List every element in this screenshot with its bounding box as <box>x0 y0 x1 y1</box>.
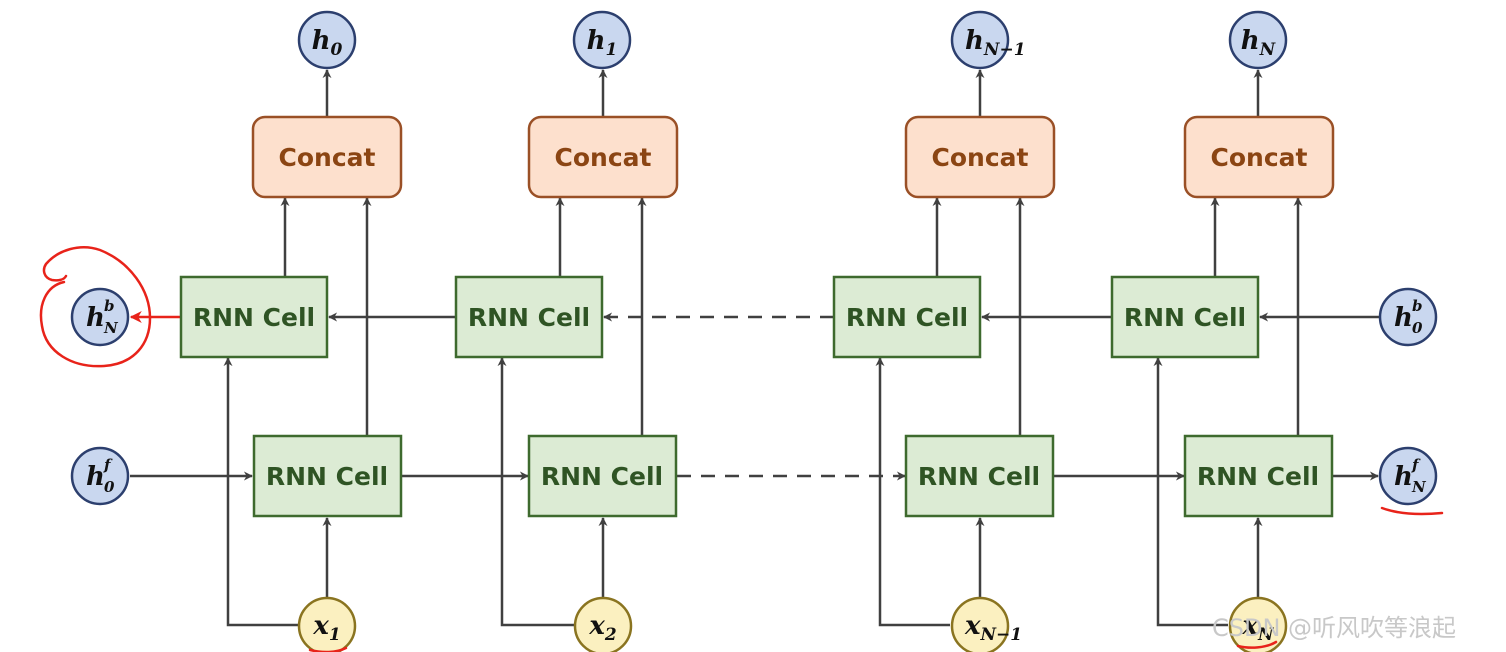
state-node-hb0: h b 0 <box>1378 287 1438 347</box>
input-x2-base: x <box>588 611 605 641</box>
output-hN-1-base: h <box>965 26 984 56</box>
forward-rnn-cell-3: RNN Cell <box>904 434 1055 518</box>
output-h1-base: h <box>587 26 606 56</box>
state-hf0-base: h <box>86 462 105 492</box>
backward-rnn-cell-2: RNN Cell <box>454 275 604 359</box>
input-xN-sub: N <box>1257 625 1275 645</box>
svg-text:x2: x2 <box>588 611 617 645</box>
connectors <box>130 69 1380 627</box>
svg-text:hN: hN <box>1241 26 1277 60</box>
state-hbN-sub: N <box>103 319 119 337</box>
forward-rnn-row: RNN Cell RNN Cell RNN Cell RNN Cell <box>252 434 1334 518</box>
input-x1-base: x <box>312 611 329 641</box>
output-h1-sub: 1 <box>606 40 618 60</box>
input-x1-sub: 1 <box>329 625 341 645</box>
red-annotations <box>39 246 1444 652</box>
input-node-xN: xN <box>1228 596 1288 652</box>
forward-rnn-cell-label-2: RNN Cell <box>541 462 663 491</box>
state-node-hfN: h f N <box>1378 446 1438 506</box>
output-hN-base: h <box>1241 26 1260 56</box>
arrow-xN-1-to-bcell3 <box>875 357 950 627</box>
svg-text:x1: x1 <box>312 611 340 645</box>
concat-box-3: Concat <box>904 115 1056 199</box>
forward-rnn-cell-4: RNN Cell <box>1183 434 1334 518</box>
backward-rnn-cell-label-4: RNN Cell <box>1124 303 1246 332</box>
state-node-hbN: h b N <box>70 287 130 347</box>
svg-text:hN−1: hN−1 <box>965 26 1026 60</box>
svg-text:xN: xN <box>1241 611 1275 645</box>
forward-rnn-cell-2: RNN Cell <box>527 434 678 518</box>
output-node-h1: h1 <box>572 10 632 70</box>
backward-rnn-cell-label-1: RNN Cell <box>193 303 315 332</box>
state-hfN-sub: N <box>1411 478 1427 496</box>
svg-text:h0: h0 <box>312 26 343 60</box>
forward-rnn-cell-label-1: RNN Cell <box>266 462 388 491</box>
state-nodes: h b N h b 0 h f 0 h f N <box>70 287 1438 506</box>
output-node-hN-1: hN−1 <box>950 10 1026 70</box>
red-underline-hfN <box>1380 506 1444 516</box>
red-underline-x1 <box>308 646 348 652</box>
arrow-x1-to-bcell1 <box>223 357 298 627</box>
forward-rnn-cell-1: RNN Cell <box>252 434 403 518</box>
output-h0-sub: 0 <box>331 40 343 60</box>
forward-rnn-cell-label-3: RNN Cell <box>918 462 1040 491</box>
input-x2-sub: 2 <box>604 625 617 645</box>
concat-box-4: Concat <box>1183 115 1335 199</box>
state-hbN-sup: b <box>104 297 115 315</box>
output-node-h0: h0 <box>297 10 357 70</box>
state-hf0-sup: f <box>103 456 113 474</box>
red-circle-around-hbN <box>39 246 152 368</box>
output-h0-base: h <box>312 26 331 56</box>
concat-box-1: Concat <box>251 115 403 199</box>
concat-label-3: Concat <box>932 143 1029 172</box>
backward-rnn-cell-label-3: RNN Cell <box>846 303 968 332</box>
red-underline-xN <box>1236 640 1278 649</box>
backward-rnn-cell-3: RNN Cell <box>832 275 982 359</box>
backward-rnn-cell-4: RNN Cell <box>1110 275 1260 359</box>
svg-text:h1: h1 <box>587 26 618 60</box>
state-hfN-base: h <box>1394 462 1413 492</box>
backward-rnn-row: RNN Cell RNN Cell RNN Cell RNN Cell <box>179 275 1260 359</box>
input-xN-1-sub: N−1 <box>980 625 1023 645</box>
input-xN-base: x <box>1241 611 1258 641</box>
backward-rnn-cell-label-2: RNN Cell <box>468 303 590 332</box>
state-hb0-sub: 0 <box>1412 319 1423 337</box>
input-nodes: x1 x2 xN−1 xN <box>297 596 1288 652</box>
svg-text:xN−1: xN−1 <box>964 611 1022 645</box>
state-hf0-sub: 0 <box>104 478 115 496</box>
concat-label-2: Concat <box>555 143 652 172</box>
state-hbN-base: h <box>86 303 105 333</box>
arrow-x2-to-bcell2 <box>497 357 574 627</box>
output-hN-sub: N <box>1259 40 1277 60</box>
concat-label-4: Concat <box>1211 143 1308 172</box>
concat-box-2: Concat <box>527 115 679 199</box>
forward-rnn-cell-label-4: RNN Cell <box>1197 462 1319 491</box>
output-nodes: h0 h1 hN−1 hN <box>297 10 1288 70</box>
input-node-xN-1: xN−1 <box>950 596 1022 652</box>
input-node-x2: x2 <box>573 596 633 652</box>
state-hfN-sup: f <box>1411 456 1421 474</box>
concat-label-1: Concat <box>279 143 376 172</box>
output-hN-1-sub: N−1 <box>983 40 1026 60</box>
output-node-hN: hN <box>1228 10 1288 70</box>
watermark-text: CSDN @听风吹等浪起 <box>1212 614 1456 642</box>
input-node-x1: x1 <box>297 596 357 652</box>
state-hb0-sup: b <box>1412 297 1423 315</box>
input-xN-1-base: x <box>964 611 981 641</box>
arrow-xN-to-bcell4 <box>1153 357 1228 627</box>
backward-rnn-cell-1: RNN Cell <box>179 275 329 359</box>
state-hb0-base: h <box>1394 303 1413 333</box>
state-node-hf0: h f 0 <box>70 446 130 506</box>
concat-row: Concat Concat Concat Concat <box>251 115 1335 199</box>
